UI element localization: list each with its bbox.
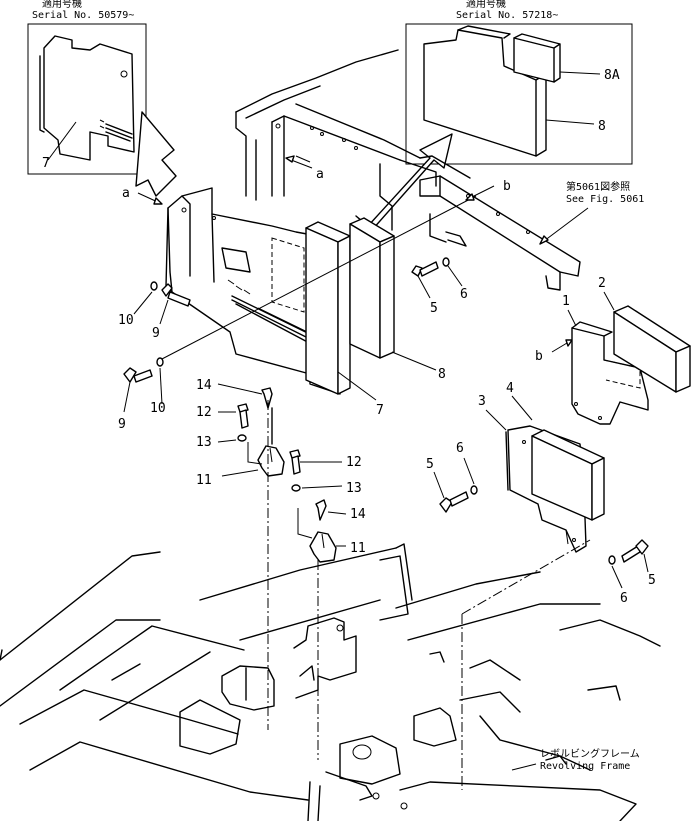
callout-9-upper: 9 — [152, 326, 160, 341]
callout-5-mid: 5 — [426, 457, 434, 472]
callout-9-lower: 9 — [118, 417, 126, 432]
callout-4: 4 — [506, 381, 514, 396]
frame-label-en: Revolving Frame — [540, 761, 630, 772]
view-mark-b-right: b — [535, 349, 543, 364]
inset-left-serial: Serial No. 50579~ — [32, 10, 134, 21]
bolt-5-washer-6-mid: 5 6 — [426, 441, 478, 513]
inset-right-serial: Serial No. 57218~ — [456, 10, 558, 21]
callout-10-upper: 10 — [118, 313, 134, 328]
callout-14-upper: 14 — [196, 378, 212, 393]
center-line-b — [159, 195, 477, 361]
inset-left-frame — [27, 23, 147, 175]
clamp-group-upper: 14 12 13 11 — [196, 378, 285, 488]
reference-jp: 第5061図参照 — [566, 180, 630, 193]
frame-label-jp: レボルビングフレーム — [540, 747, 640, 760]
callout-5-lower: 5 — [648, 573, 656, 588]
inset-right-frame — [405, 23, 633, 165]
callout-8: 8 — [438, 367, 446, 382]
part-1-plate — [571, 327, 649, 425]
inset-right-title: 適用号機 — [466, 0, 506, 10]
clamp-11-upper — [257, 445, 285, 477]
inset-right-callout-8a: 8A — [604, 68, 620, 83]
side-rail: 第5061図参照 See Fig. 5061 — [419, 175, 644, 291]
right-parts: 1 2 b 3 4 — [478, 276, 691, 553]
inset-right-callout-8: 8 — [598, 119, 606, 134]
inset-left-title: 適用号機 — [42, 0, 82, 10]
bolt-5-washer-6-upper: 5 6 — [411, 257, 468, 316]
view-mark-b-upper: b — [503, 179, 511, 194]
view-mark-a-left: a — [122, 186, 130, 201]
callout-10-lower: 10 — [150, 401, 166, 416]
view-mark-a-upper: a — [316, 167, 324, 182]
clamp-group-lower: 12 13 14 11 — [289, 449, 366, 563]
callout-13-lower: 13 — [346, 481, 362, 496]
inset-left-panel — [43, 35, 135, 161]
main-panel: a — [122, 186, 341, 395]
inset-left: 適用号機 Serial No. 50579~ 7 — [27, 0, 147, 175]
bolt-9-washer-10-lower: 9 10 — [118, 357, 166, 432]
callout-6-mid: 6 — [456, 441, 464, 456]
callout-11-upper: 11 — [196, 473, 212, 488]
clamp-11-lower — [309, 531, 337, 563]
callout-14-lower: 14 — [350, 507, 366, 522]
bolt-5-washer-6-lower: 6 5 — [608, 539, 656, 606]
callout-12-upper: 12 — [196, 405, 212, 420]
side-panel-7 — [167, 187, 341, 395]
callout-1: 1 — [562, 294, 570, 309]
callout-6-lower: 6 — [620, 591, 628, 606]
callout-5-upper: 5 — [430, 301, 438, 316]
cab-frame: a — [235, 49, 471, 231]
inset-right-pad-8 — [423, 29, 537, 157]
callout-7: 7 — [376, 403, 384, 418]
callout-3: 3 — [478, 394, 486, 409]
callout-11-lower: 11 — [350, 541, 366, 556]
reference-en: See Fig. 5061 — [566, 194, 644, 205]
bolt-9-washer-10-upper: 10 9 — [118, 281, 191, 341]
arrow-to-left-inset — [135, 111, 177, 197]
callout-6-upper: 6 — [460, 287, 468, 302]
pads-8: 8 7 — [305, 217, 446, 418]
revolving-frame: レボルビングフレーム Revolving Frame — [0, 543, 661, 821]
callout-2: 2 — [598, 276, 606, 291]
inset-right: 適用号機 Serial No. 57218~ 8A 8 — [405, 0, 633, 165]
callout-13-upper: 13 — [196, 435, 212, 450]
inset-left-callout-7: 7 — [42, 156, 50, 171]
callout-12-lower: 12 — [346, 455, 362, 470]
